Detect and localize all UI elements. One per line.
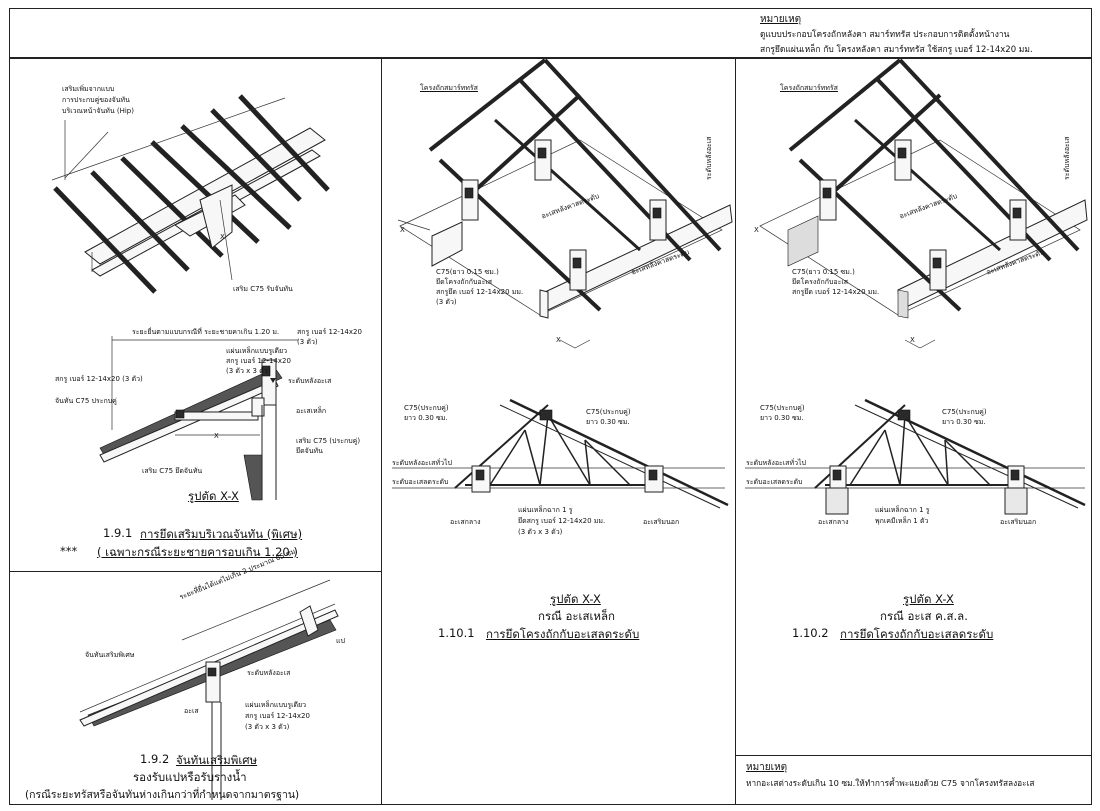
p1102-c75-len-l: ยาว 0.30 ซม. xyxy=(760,414,804,422)
p1101-fix: ยึดโครงถักกับอะเส xyxy=(436,278,493,286)
section-1101 xyxy=(392,398,729,509)
sec-rafter: จันทัน C75 ประกบคู่ xyxy=(55,397,117,405)
case-1101: กรณี อะเสเหล็ก xyxy=(538,609,616,623)
p1101-level-a: ระดับหลังอะเส xyxy=(705,136,713,180)
p1102-beam-mid: อะเสกลาง xyxy=(818,518,849,526)
sec-level: ระดับหลังอะเส xyxy=(288,377,332,385)
iso-1101 xyxy=(397,58,733,349)
sec-plate-qty: (3 ตัว x 3 ตัว) xyxy=(226,367,271,375)
p1102-level-a: ระดับหลังอะเส xyxy=(1063,136,1071,180)
p1101-truss: โครงถักสมาร์ททรัส xyxy=(420,84,478,92)
p1102-c75-len-r: ยาว 0.30 ซม. xyxy=(942,418,986,426)
p192-rafter: จันทันเสริมพิเศษ xyxy=(85,651,135,659)
sec-c75-hold: เสริม C75 ยึดจันทัน xyxy=(142,467,203,475)
p1101-c75-len-l: ยาว 0.30 ซม. xyxy=(404,414,448,422)
iso-1102 xyxy=(759,58,1088,349)
caption-192-num: 1.9.2 xyxy=(140,752,170,766)
section-title-1101: รูปตัด X-X xyxy=(550,592,601,606)
p1101-c75-pair-l: C75(ประกบคู่) xyxy=(404,404,449,412)
sec-screw-top: สกรู เบอร์ 12-14x20 xyxy=(297,328,362,336)
p1102-lvl-top: ระดับหลังอะเสทั่วไป xyxy=(746,459,806,467)
case-1102: กรณี อะเส ค.ส.ล. xyxy=(880,609,968,623)
caption-192-text: จันทันเสริมพิเศษ xyxy=(176,753,258,767)
p192-beam: อะเส xyxy=(184,707,199,715)
sec-c75-pair: เสริม C75 (ประกบคู่) xyxy=(296,437,361,445)
caption-1102-num: 1.10.2 xyxy=(792,626,829,640)
caption-1101-text: การยึดโครงถักกับอะเสลดระดับ xyxy=(486,627,640,641)
p1101-x-left: X xyxy=(400,226,405,234)
p1102-beam-out: อะเสริมนอก xyxy=(1000,518,1037,526)
p1102-x-left: X xyxy=(754,226,759,234)
p1102-truss: โครงถักสมาร์ททรัส xyxy=(780,84,838,92)
p1102-screw: สกรูยึด เบอร์ 12-14x20 มม. xyxy=(792,288,880,296)
p1102-plate-screw: พุกเคมีเหล็ก 1 ตัว xyxy=(875,517,929,525)
p1101-c75: C75(ยาว 0.15 ซม.) xyxy=(436,268,499,276)
sec-plate: แผ่นเหล็กแบบรูเดียว xyxy=(226,347,288,355)
bottom-note-frame xyxy=(735,755,1092,805)
caption-192-3: (กรณีระยะทรัสหรือจันทันห่างเกินกว่าที่กำ… xyxy=(25,789,300,801)
p192-plate: แผ่นเหล็กแบบรูเดียว xyxy=(245,701,307,709)
p1101-lvl-beam: ระดับอะเสลดระดับ xyxy=(392,478,449,486)
caption-1101-num: 1.10.1 xyxy=(438,626,475,640)
p1102-c75-pair-l: C75(ประกบคู่) xyxy=(760,404,805,412)
sec-c75-pair-2: ยึดจันทัน xyxy=(296,447,323,455)
p1101-plate-qty: (3 ตัว x 3 ตัว) xyxy=(518,528,563,536)
caption-191-text: การยึดเสริมบริเวณจันทัน (พิเศษ) xyxy=(140,527,303,541)
iso-label-2: การประกบคู่ของจันทัน xyxy=(62,96,130,104)
section-1102 xyxy=(745,398,1086,515)
p1101-beam-mid: อะเสกลาง xyxy=(450,518,481,526)
bottom-note-title: หมายเหตุ xyxy=(746,762,788,773)
iso-label-1: เสริมเพิ่มจากแบบ xyxy=(62,85,115,93)
p1102-fix: ยึดโครงถักกับอะเส xyxy=(792,278,849,286)
p1101-c75-len-r: ยาว 0.30 ซม. xyxy=(586,418,630,426)
section-title-191: รูปตัด X-X xyxy=(188,489,239,503)
p192-fascia: แป xyxy=(336,637,345,645)
iso-rafters xyxy=(51,94,330,294)
sec-plate-screw: สกรู เบอร์ 12-14x20 xyxy=(226,357,291,365)
p192-plate-qty: (3 ตัว x 3 ตัว) xyxy=(245,723,290,731)
sec-beam: อะเสเหล็ก xyxy=(296,407,327,415)
caption-191-note: ( เฉพาะกรณีระยะชายคารอบเกิน 1.20 ) xyxy=(97,545,298,559)
iso-label-x: X xyxy=(220,233,225,241)
section-title-1102: รูปตัด X-X xyxy=(903,592,954,606)
caption-191-mark: *** xyxy=(60,544,78,558)
p1101-lvl-top: ระดับหลังอะเสทั่วไป xyxy=(392,459,452,467)
p1101-plate: แผ่นเหล็กฉาก 1 รู xyxy=(518,506,573,514)
caption-191-num: 1.9.1 xyxy=(103,526,133,540)
sec-x: X xyxy=(214,432,219,440)
p192-plate-screw: สกรู เบอร์ 12-14x20 xyxy=(245,712,310,720)
p1101-x-bottom: X xyxy=(556,336,561,344)
p1101-screw: สกรูยึด เบอร์ 12-14x20 มม. xyxy=(436,288,524,296)
top-note-title: หมายเหตุ xyxy=(760,14,802,25)
p192-level: ระดับหลังอะเส xyxy=(247,669,291,677)
p1101-plate-screw: ยึดสกรู เบอร์ 12-14x20 มม. xyxy=(518,517,606,525)
iso-label-3: บริเวณหน้าจันทัน (Hip) xyxy=(62,107,134,115)
p1101-c75-pair-r: C75(ประกบคู่) xyxy=(586,408,631,416)
section-192 xyxy=(79,579,339,800)
section-191 xyxy=(99,336,298,501)
sec-screw-top-qty: (3 ตัว) xyxy=(297,338,318,346)
iso-label-c75: เสริม C75 รับจันทัน xyxy=(233,285,293,293)
bottom-note-text: หากอะเสต่างระดับเกิน 10 ซม.ให้ทำการค้ำพะ… xyxy=(746,778,1035,788)
sec-dim-label: ระยะยื่นตามแบบกรณีที่ ระยะชายคาเกิน 1.20… xyxy=(132,328,280,336)
p1101-beam-out: อะเสริมนอก xyxy=(643,518,680,526)
top-note-line-2: สกรูยึดแผ่นเหล็ก กับ โครงหลังคา สมาร์ททร… xyxy=(760,45,1033,55)
p1102-lvl-beam: ระดับอะเสลดระดับ xyxy=(746,478,803,486)
top-note-frame xyxy=(9,8,1092,58)
p1101-qty: (3 ตัว) xyxy=(436,298,457,306)
p1102-plate: แผ่นเหล็กฉาก 1 รู xyxy=(875,506,930,514)
p1102-c75: C75(ยาว 0.15 ซม.) xyxy=(792,268,855,276)
caption-192-2: รองรับแปหรือรับรางน้ำ xyxy=(133,770,247,784)
top-note-line-1: ดูแบบประกอบโครงถักหลังคา สมาร์ททรัส ประก… xyxy=(760,30,1010,40)
sec-screw-left: สกรู เบอร์ 12-14x20 (3 ตัว) xyxy=(55,375,143,383)
p1102-x-bottom: X xyxy=(910,336,915,344)
caption-1102-text: การยึดโครงถักกับอะเสลดระดับ xyxy=(840,627,994,641)
p1102-c75-pair-r: C75(ประกบคู่) xyxy=(942,408,987,416)
